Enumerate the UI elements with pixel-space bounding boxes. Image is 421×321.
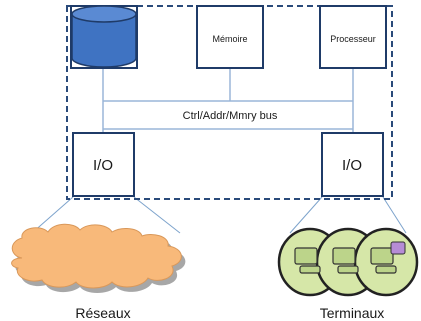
terminal-computers-icon xyxy=(277,227,419,297)
io-box-left xyxy=(72,132,135,197)
projection-lines xyxy=(31,196,407,234)
io-box-right xyxy=(321,132,384,197)
memory-label: Mémoire xyxy=(212,34,247,44)
disk-drive-icon xyxy=(71,5,137,68)
memory-box xyxy=(196,5,264,69)
bus-label: Ctrl/Addr/Mmry bus xyxy=(183,110,278,122)
io-left-label: I/O xyxy=(93,157,113,174)
network-cloud-icon xyxy=(11,223,186,293)
io-right-label: I/O xyxy=(342,157,362,174)
reseaux-caption: Réseaux xyxy=(75,305,130,321)
processor-box xyxy=(319,5,387,69)
processor-label: Processeur xyxy=(330,34,376,44)
terminaux-caption: Terminaux xyxy=(320,305,385,321)
bus-lines xyxy=(102,68,354,133)
